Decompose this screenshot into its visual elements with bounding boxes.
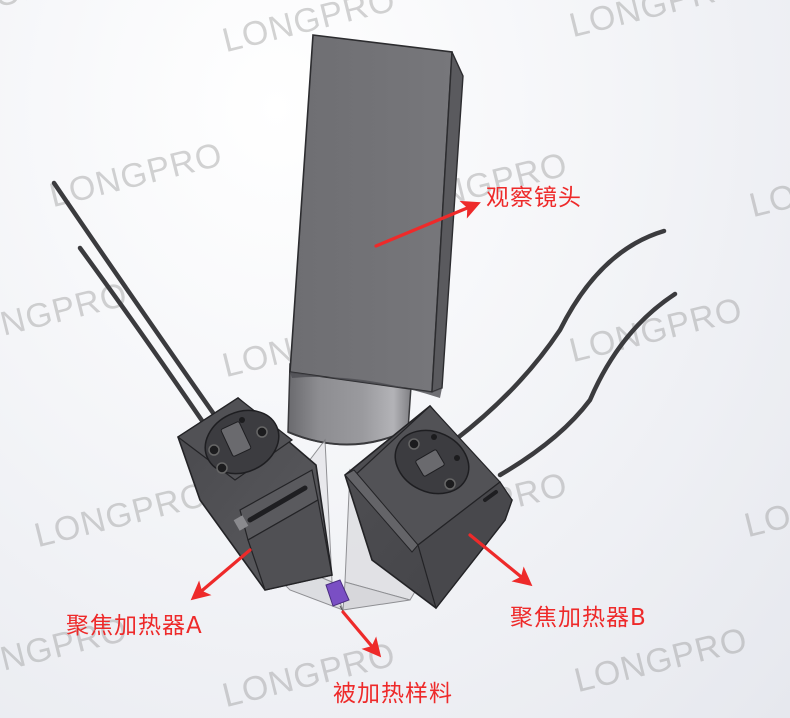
sample-arrow: [341, 610, 382, 658]
heater-b-wires: [452, 228, 678, 478]
focused-heater-a: [176, 397, 333, 591]
label-observation-lens: 观察镜头: [486, 185, 582, 211]
label-focused-heater-a: 聚焦加热器A: [66, 613, 203, 639]
focused-heater-b: [344, 404, 513, 610]
observation-lens: [287, 34, 464, 446]
callout-arrows: [190, 200, 533, 658]
heater-a-wires: [51, 180, 221, 428]
label-focused-heater-b: 聚焦加热器B: [510, 605, 647, 631]
label-heated-sample: 被加热样料: [333, 681, 453, 707]
lens-arrow: [374, 200, 481, 248]
heater-b-arrow: [468, 533, 533, 587]
heater-a-arrow: [190, 548, 252, 601]
